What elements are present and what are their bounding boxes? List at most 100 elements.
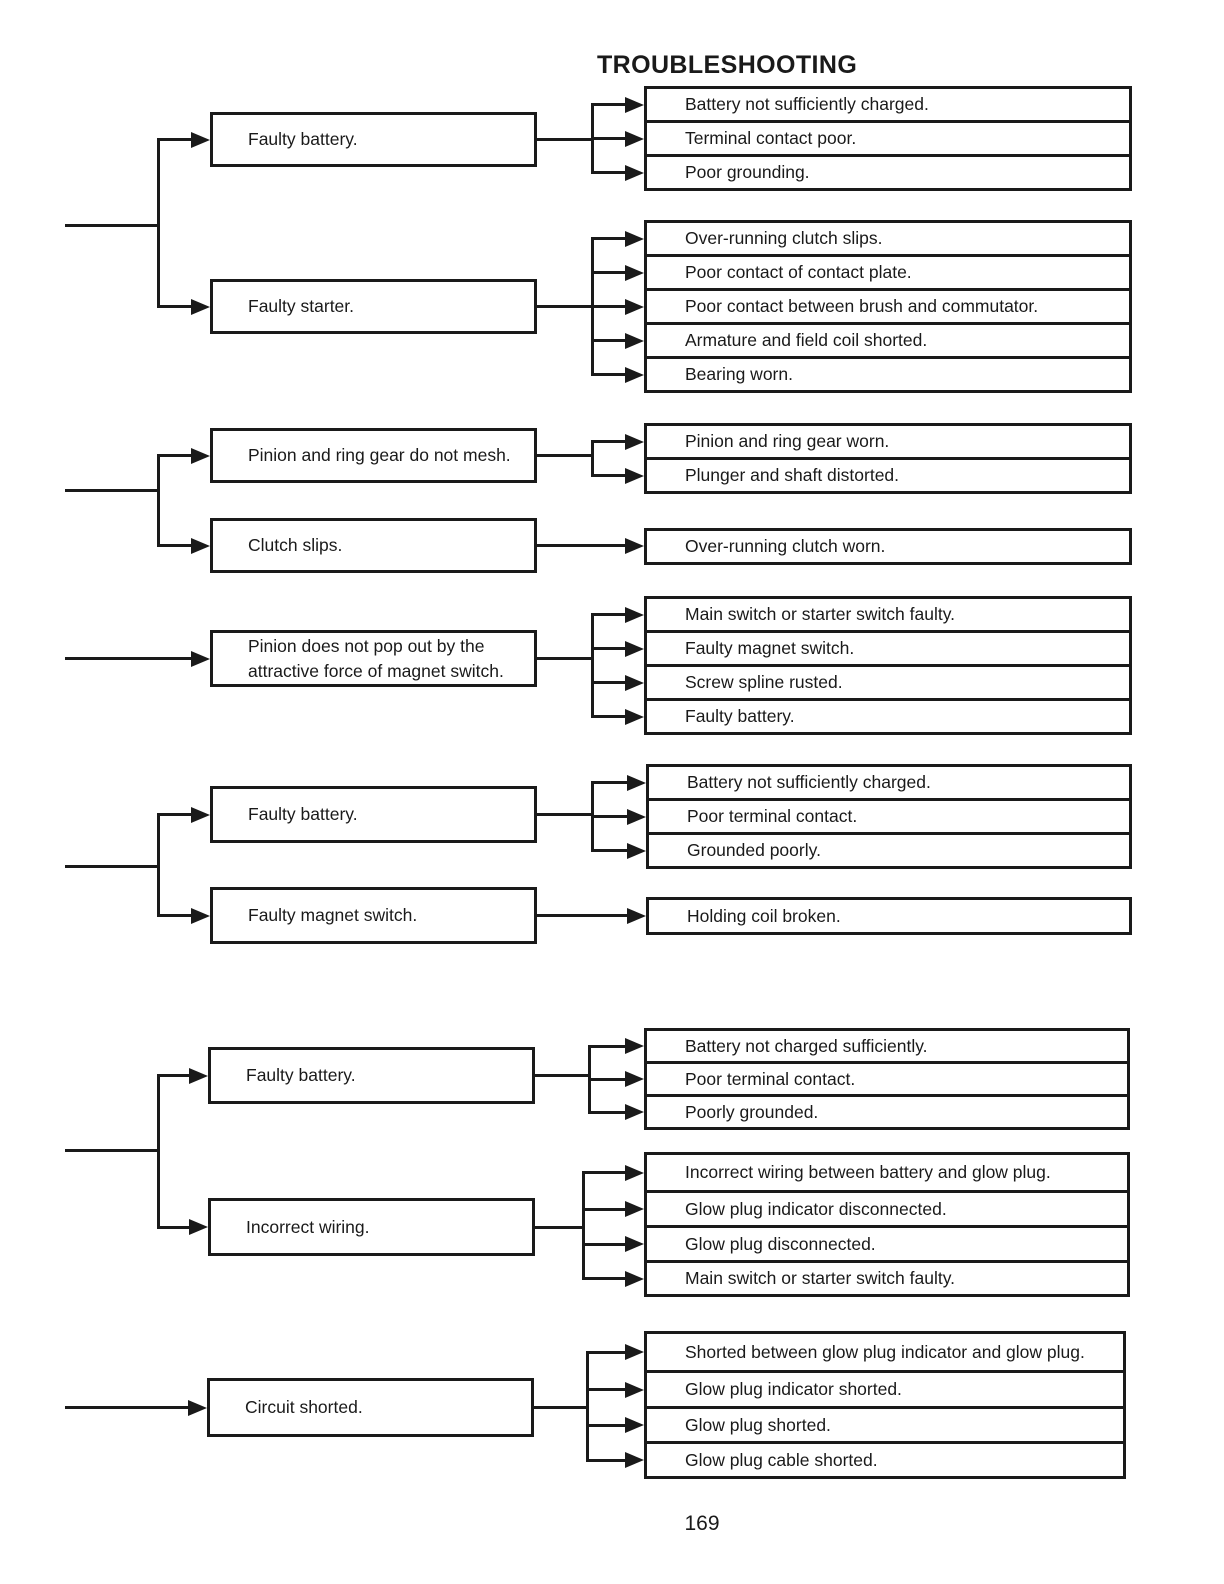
trunk-line (65, 223, 158, 227)
branch-line (156, 454, 160, 547)
cause-box: Poorly grounded. (644, 1094, 1130, 1130)
arrowhead-icon (191, 537, 210, 554)
fan-line (592, 781, 629, 784)
cause-box: Screw spline rusted. (644, 664, 1132, 701)
cause-box: Faulty magnet switch. (644, 630, 1132, 667)
connector-line (535, 1225, 583, 1229)
cause-box: Bearing worn. (644, 356, 1132, 393)
branch-line (156, 813, 160, 917)
arrowhead-icon (625, 366, 644, 383)
arrowhead-icon (625, 1270, 644, 1287)
fan-line (583, 1207, 627, 1211)
fan-line (587, 1388, 627, 1391)
fan-line (592, 171, 627, 174)
arrowhead-icon (625, 1038, 644, 1054)
cause-box: Main switch or starter switch faulty. (644, 1260, 1130, 1297)
arrowhead-icon (625, 1381, 644, 1398)
source-box: Faulty battery. (210, 786, 537, 843)
connector-line (535, 1074, 589, 1077)
arrowhead-icon (627, 774, 646, 791)
fan-line (592, 815, 629, 818)
source-box: Faulty battery. (210, 112, 537, 167)
arrowhead-icon (625, 433, 644, 450)
fan-line (592, 339, 627, 342)
fan-line (592, 305, 627, 308)
arrowhead-icon (627, 808, 646, 825)
fan-line (592, 237, 627, 240)
source-box: Pinion and ring gear do not mesh. (210, 428, 537, 483)
arrowhead-icon (625, 467, 644, 484)
arrowhead-icon (625, 606, 644, 623)
cause-box: Pinion and ring gear worn. (644, 423, 1132, 460)
arrowhead-icon (191, 806, 210, 823)
cause-box: Poor terminal contact. (646, 798, 1132, 835)
branch-line (158, 454, 193, 457)
trunk-line (65, 1406, 190, 1409)
fan-line (592, 849, 629, 852)
source-box: Incorrect wiring. (208, 1198, 535, 1256)
arrowhead-icon (191, 298, 210, 315)
fan-line (589, 1044, 627, 1048)
branch-line (156, 1074, 160, 1229)
fan-line (587, 1458, 627, 1462)
connector-line (537, 657, 592, 660)
cause-box: Glow plug cable shorted. (644, 1441, 1126, 1479)
cause-box: Poor contact of contact plate. (644, 254, 1132, 291)
cause-box: Shorted between glow plug indicator and … (644, 1331, 1126, 1373)
cause-box: Over-running clutch slips. (644, 220, 1132, 257)
arrowhead-icon (625, 674, 644, 691)
branch-line (158, 544, 193, 547)
arrowhead-icon (191, 907, 210, 924)
cause-box: Poor contact between brush and commutato… (644, 288, 1132, 325)
page-number: 169 (684, 1512, 720, 1535)
fan-line (583, 1242, 627, 1246)
connector-line (537, 914, 629, 917)
arrowhead-icon (627, 842, 646, 859)
arrowhead-icon (625, 537, 644, 554)
cause-box: Poor grounding. (644, 154, 1132, 191)
fan-line (585, 1350, 589, 1462)
branch-line (156, 138, 160, 308)
connector-line (537, 813, 592, 816)
fan-line (592, 103, 627, 106)
fan-line (587, 1350, 627, 1354)
page-title: TROUBLESHOOTING (597, 51, 858, 79)
cause-box: Battery not charged sufficiently. (644, 1028, 1130, 1064)
arrowhead-icon (625, 264, 644, 281)
cause-box: Faulty battery. (644, 698, 1132, 735)
cause-box: Over-running clutch worn. (644, 528, 1132, 565)
fan-line (589, 1077, 627, 1081)
fan-line (592, 474, 627, 477)
arrowhead-icon (191, 131, 210, 148)
cause-box: Poor terminal contact. (644, 1061, 1130, 1097)
trunk-line (65, 488, 158, 492)
cause-box: Glow plug indicator disconnected. (644, 1190, 1130, 1228)
arrowhead-icon (625, 96, 644, 113)
cause-box: Glow plug disconnected. (644, 1225, 1130, 1263)
connector-line (537, 454, 592, 457)
fan-line (590, 440, 594, 477)
fan-line (592, 613, 627, 616)
fan-line (581, 1171, 585, 1280)
arrowhead-icon (625, 164, 644, 181)
source-box: Clutch slips. (210, 518, 537, 573)
source-box: Faulty battery. (208, 1047, 535, 1104)
cause-box: Battery not sufficiently charged. (646, 764, 1132, 801)
source-box: Faulty magnet switch. (210, 887, 537, 944)
branch-line (158, 1074, 191, 1077)
arrowhead-icon (625, 130, 644, 147)
connector-line (537, 138, 592, 141)
cause-box: Battery not sufficiently charged. (644, 86, 1132, 123)
trunk-line (65, 657, 193, 660)
branch-line (158, 138, 193, 141)
fan-line (592, 681, 627, 684)
arrowhead-icon (625, 1344, 644, 1360)
cause-box: Incorrect wiring between battery and glo… (644, 1152, 1130, 1193)
arrowhead-icon (191, 447, 210, 464)
arrowhead-icon (625, 708, 644, 725)
cause-box: Main switch or starter switch faulty. (644, 596, 1132, 633)
trunk-line (65, 1148, 158, 1152)
fan-line (583, 1171, 627, 1174)
arrowhead-icon (189, 1067, 208, 1084)
